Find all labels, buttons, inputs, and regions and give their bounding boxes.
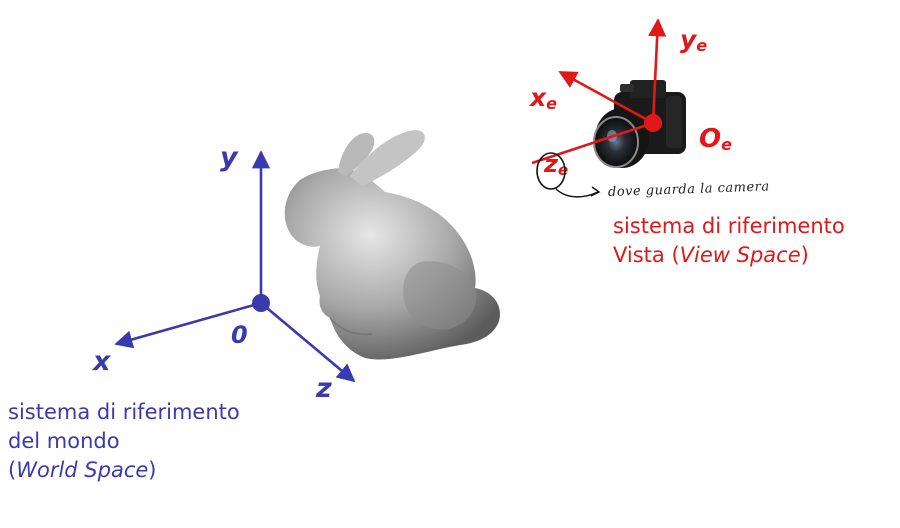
view-z-axis (531, 121, 654, 165)
stanford-bunny-icon (284, 130, 500, 360)
world-x-label: x (91, 346, 112, 377)
view-z-label: ze (543, 150, 568, 179)
world-caption-line3: (World Space) (8, 458, 157, 482)
view-space-caption: sistema di riferimento Vista (View Space… (613, 212, 845, 270)
view-axes: ye xe ze Oe (528, 18, 732, 179)
world-axes: y x z 0 (91, 142, 356, 404)
camera-icon (593, 80, 686, 168)
annotation-mark (536, 152, 601, 198)
view-y-axis (648, 18, 667, 124)
world-y-label: y (220, 142, 239, 173)
view-origin-label: Oe (699, 124, 732, 154)
world-caption-line1: sistema di riferimento (8, 400, 240, 424)
view-origin-point (644, 114, 662, 132)
view-x-axis (558, 70, 654, 125)
world-caption-line2: del mondo (8, 429, 120, 453)
world-origin-label: 0 (231, 321, 248, 349)
view-caption-line2: Vista (View Space) (613, 243, 809, 267)
world-x-axis (114, 301, 262, 349)
world-z-label: z (315, 373, 332, 404)
view-x-label: xe (528, 83, 557, 113)
world-z-axis (260, 302, 356, 383)
world-origin-point (252, 294, 270, 312)
view-caption-line1: sistema di riferimento (613, 214, 845, 238)
annotation-arrow (555, 188, 599, 198)
world-space-caption: sistema di riferimento del mondo (World … (8, 398, 240, 485)
annotation-circle (536, 152, 566, 190)
view-y-label: ye (680, 25, 707, 55)
